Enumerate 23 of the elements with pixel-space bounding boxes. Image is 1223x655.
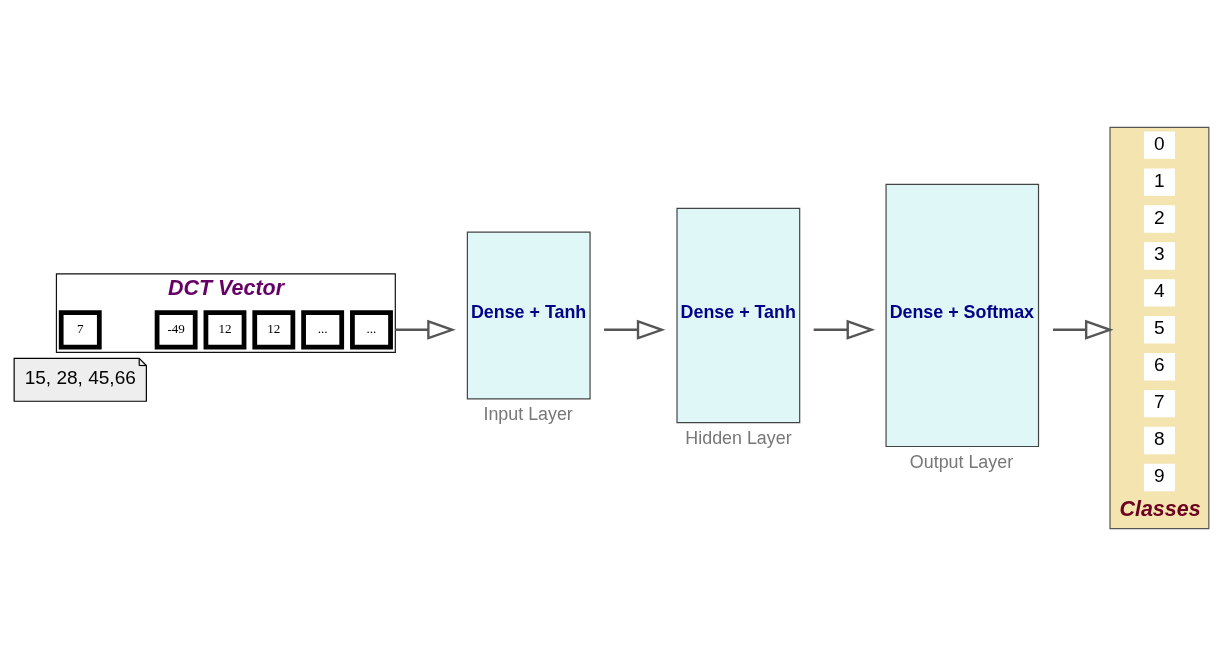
node-box: 12 [203,309,247,349]
node-box: 7 [58,309,102,349]
node-label: Output Layer [909,451,1014,472]
node-box: 2 [1143,204,1175,233]
node-box: 4 [1143,278,1175,307]
node-box: 7 [1143,389,1175,417]
node-box: 9 [1143,463,1175,491]
arrow [604,319,666,340]
arrow [813,319,876,340]
node-label: Input Layer [483,403,573,424]
arrow [1053,319,1114,340]
node-box: -49 [154,309,198,349]
node-box: 8 [1143,426,1175,454]
node-label: Hidden Layer [685,427,792,448]
node-box: 3 [1143,241,1175,270]
node-box: ... [301,309,345,349]
node-box: 5 [1143,315,1175,343]
node-box: 1 [1143,167,1175,196]
node-box: 12 [252,309,296,349]
node-box: ... [350,309,393,349]
node-box: 6 [1143,352,1175,380]
arrow [395,319,456,340]
node-box: 0 [1143,130,1175,159]
